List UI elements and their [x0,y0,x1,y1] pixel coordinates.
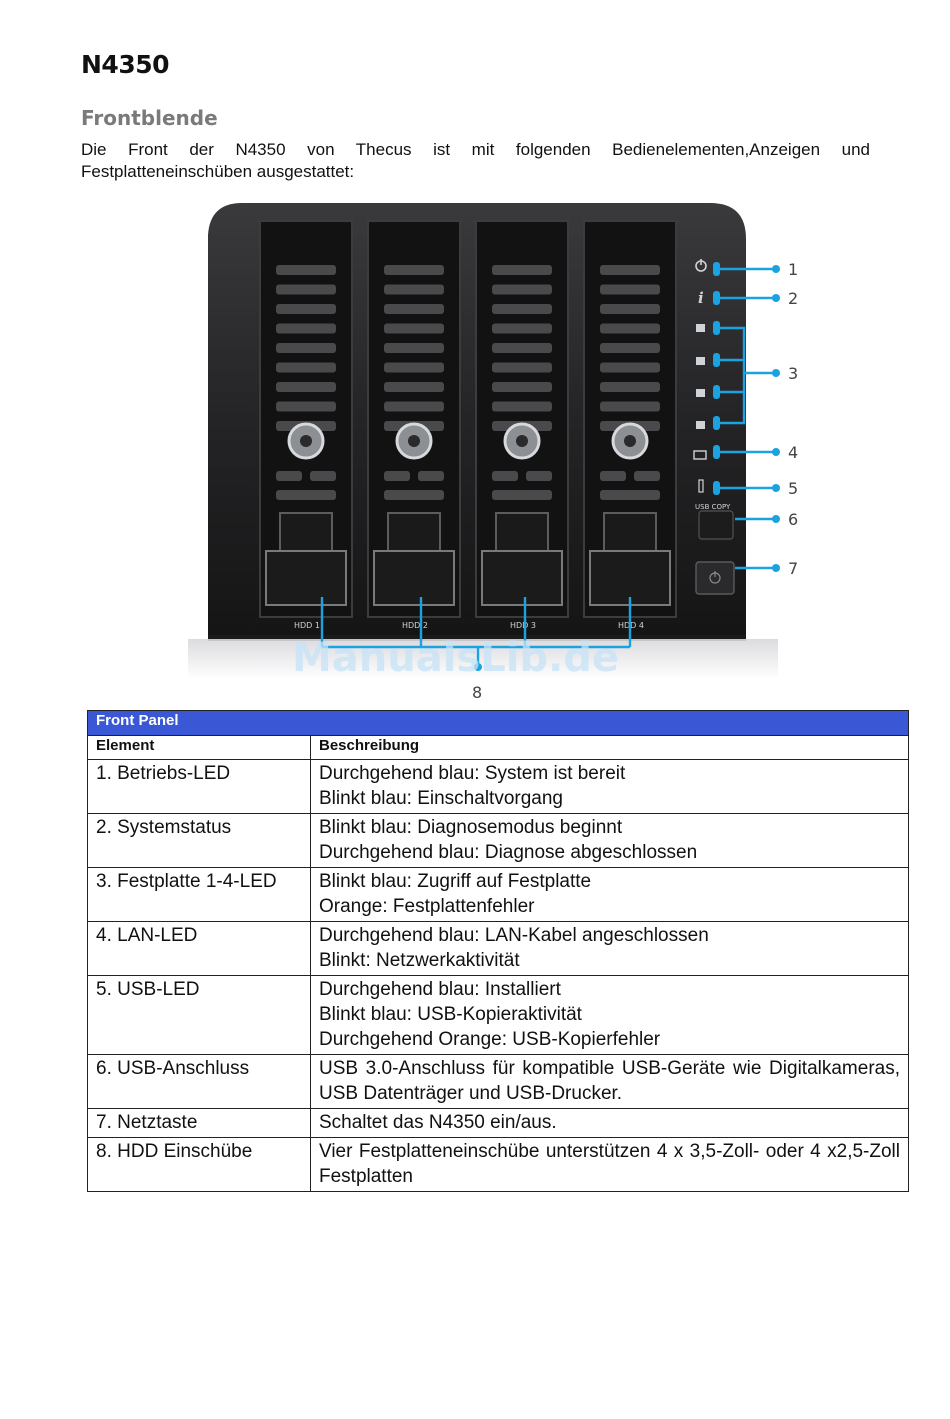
power-icon [695,259,707,272]
hdd-icon [696,324,705,429]
table-row: 7. Netztaste Schaltet das N4350 ein/aus. [87,1108,909,1138]
description-line: Durchgehend blau: System ist bereit [319,763,626,784]
description-line: Vier Festplatteneinschübe unterstützen 4… [319,1141,900,1187]
status-led [713,385,720,399]
description-line: Durchgehend blau: LAN-Kabel angeschlosse… [319,925,709,946]
callout-2: 2 [788,289,798,308]
reflection [188,639,778,679]
element-cell: 7. Netztaste [87,1108,311,1138]
section-title: Frontblende [81,106,218,130]
element-cell: 5. USB-LED [87,975,311,1055]
page-title: N4350 [81,50,170,79]
description-line: Blinkt blau: USB-Kopieraktivität [319,1004,582,1025]
header-element: Element [87,735,311,760]
status-led [713,481,720,495]
watermark: ManualsLib.de [292,635,619,681]
description-line: Durchgehend Orange: USB-Kopierfehler [319,1029,661,1050]
element-cell: 8. HDD Einschübe [87,1137,311,1192]
usb-copy-port[interactable] [698,510,734,540]
description-line: Durchgehend blau: Installiert [319,979,561,1000]
status-panel: i USB COPY [693,259,735,595]
description-cell: Durchgehend blau: LAN-Kabel angeschlosse… [310,921,909,976]
svg-text:i: i [698,289,704,307]
status-led [713,353,720,367]
description-line: Blinkt blau: Zugriff auf Festplatte [319,871,592,892]
table-band-title: Front Panel [87,710,909,736]
hdd-bay[interactable]: HDD 4 [583,220,677,630]
callout-4: 4 [788,443,798,462]
hdd-bay-label: HDD 2 [402,621,428,630]
element-cell: 6. USB-Anschluss [87,1054,311,1109]
description-line: Blinkt: Netzwerkaktivität [319,950,520,971]
nas-front-panel-figure: HDD 1 HDD 2 HDD 3 HDD 4 i USB COPY [188,203,798,702]
front-panel-table: Front Panel Element Beschreibung 1. Betr… [87,710,909,1192]
header-description: Beschreibung [310,735,909,760]
callout-3: 3 [788,364,798,383]
table-row: 4. LAN-LED Durchgehend blau: LAN-Kabel an… [87,921,909,976]
description-cell: Schaltet das N4350 ein/aus. [310,1108,909,1138]
callout-6: 6 [788,510,798,529]
status-led [713,321,720,335]
hdd-bay[interactable]: HDD 1 [259,220,353,630]
table-band-row: Front Panel [87,710,909,736]
lan-icon [693,450,707,460]
power-button-icon [709,571,721,584]
hdd-bay-label: HDD 3 [510,621,536,630]
callout-numbers: 1 2 3 4 5 6 7 8 [472,260,798,702]
usb-icon [698,479,704,493]
description-line: USB 3.0-Anschluss für kompatible USB-Ger… [319,1058,900,1104]
callout-lines [320,267,776,667]
callout-5: 5 [788,479,798,498]
hdd-bay[interactable]: HDD 2 [367,220,461,630]
description-cell: Vier Festplatteneinschübe unterstützen 4… [310,1137,909,1192]
intro-paragraph: Die Front der N4350 von Thecus ist mit f… [81,140,870,181]
status-led [713,291,720,305]
callout-1: 1 [788,260,798,279]
element-cell: 1. Betriebs-LED [87,759,311,814]
description-line: Blinkt blau: Diagnosemodus beginnt [319,817,623,838]
description-line: Schaltet das N4350 ein/aus. [319,1112,557,1133]
table-header-row: Element Beschreibung [87,735,909,760]
power-button[interactable] [695,561,735,595]
callout-8: 8 [472,683,482,702]
description-line: Orange: Festplattenfehler [319,896,535,917]
status-led [713,262,720,276]
description-line: Durchgehend blau: Diagnose abgeschlossen [319,842,698,863]
callout-7: 7 [788,559,798,578]
info-icon: i [698,289,704,307]
element-cell: 3. Festplatte 1-4-LED [87,867,311,922]
hdd-bay-label: HDD 1 [294,621,320,630]
status-led [713,416,720,430]
status-led [713,445,720,459]
hdd-bay[interactable]: HDD 3 [475,220,569,630]
element-cell: 2. Systemstatus [87,813,311,868]
element-cell: 4. LAN-LED [87,921,311,976]
description-line: Blinkt blau: Einschaltvorgang [319,788,563,809]
description-cell: USB 3.0-Anschluss für kompatible USB-Ger… [310,1054,909,1109]
usb-copy-label: USB COPY [695,503,731,511]
